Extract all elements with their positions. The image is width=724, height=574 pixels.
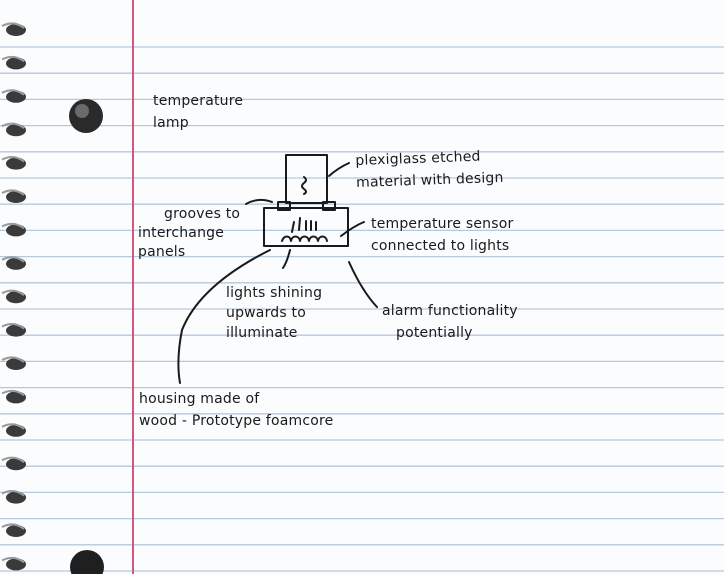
leader-lights (282, 249, 291, 269)
title-line-1: temperature (153, 93, 244, 109)
alarm-line-1: alarm functionality (382, 303, 518, 319)
spiral-ring (1, 122, 26, 137)
light-coil (281, 235, 328, 242)
alarm-line-2: potentially (396, 325, 473, 341)
spiral-binding (1, 22, 26, 571)
grooves-line-1: grooves to (164, 206, 241, 222)
sensor-note: temperature sensor connected to lights (371, 213, 513, 257)
lights-line-3: illuminate (226, 325, 298, 341)
groove-block-left (277, 201, 291, 211)
leader-alarm (348, 261, 378, 308)
etched-design-mark (301, 176, 307, 195)
spiral-ring (1, 323, 26, 337)
spiral-ring (1, 189, 26, 203)
grooves-line-3: panels (138, 244, 186, 260)
leader-sensor (340, 221, 365, 237)
grooves-line-2: interchange (138, 225, 225, 241)
lamp-housing (263, 207, 349, 247)
lights-note: lights shining upwards to illuminate (226, 283, 322, 343)
spiral-ring (1, 22, 26, 36)
spiral-ring (1, 423, 26, 437)
groove-block-right (322, 201, 336, 211)
spiral-ring (1, 55, 26, 70)
housing-line-1: housing made of (139, 391, 260, 407)
grooves-note: grooves to interchange panels (138, 205, 240, 262)
spiral-ring (1, 389, 26, 404)
spiral-ring (1, 89, 26, 103)
spiral-ring (1, 523, 26, 537)
title-line-2: lamp (153, 115, 189, 131)
sensor-line-1: temperature sensor (371, 216, 514, 232)
title-note: temperature lamp (153, 90, 243, 134)
spiral-ring (1, 556, 26, 571)
plexiglass-panel (285, 154, 328, 204)
leader-housing (177, 249, 271, 384)
spiral-ring (1, 356, 26, 370)
spiral-ring (1, 156, 26, 170)
spiral-ring (1, 289, 26, 304)
spiral-ring (1, 456, 26, 471)
lights-line-2: upwards to (226, 305, 306, 321)
leader-plexiglass (328, 162, 350, 177)
ruled-lines (0, 46, 724, 572)
plexiglass-note: plexiglass etched material with design (355, 145, 504, 194)
spiral-ring (1, 490, 26, 504)
sensor-line-2: connected to lights (371, 238, 510, 254)
housing-note: housing made of wood - Prototype foamcor… (139, 388, 333, 432)
spiral-ring (1, 256, 26, 270)
housing-line-2: wood - Prototype foamcore (139, 413, 334, 429)
binder-hole-top (69, 99, 103, 133)
binder-hole-bottom (70, 550, 104, 574)
lights-line-1: lights shining (226, 285, 323, 301)
spiral-ring (1, 222, 26, 237)
alarm-note: alarm functionality potentially (382, 300, 518, 344)
leader-grooves (245, 198, 273, 205)
sensor-marks (291, 217, 317, 233)
